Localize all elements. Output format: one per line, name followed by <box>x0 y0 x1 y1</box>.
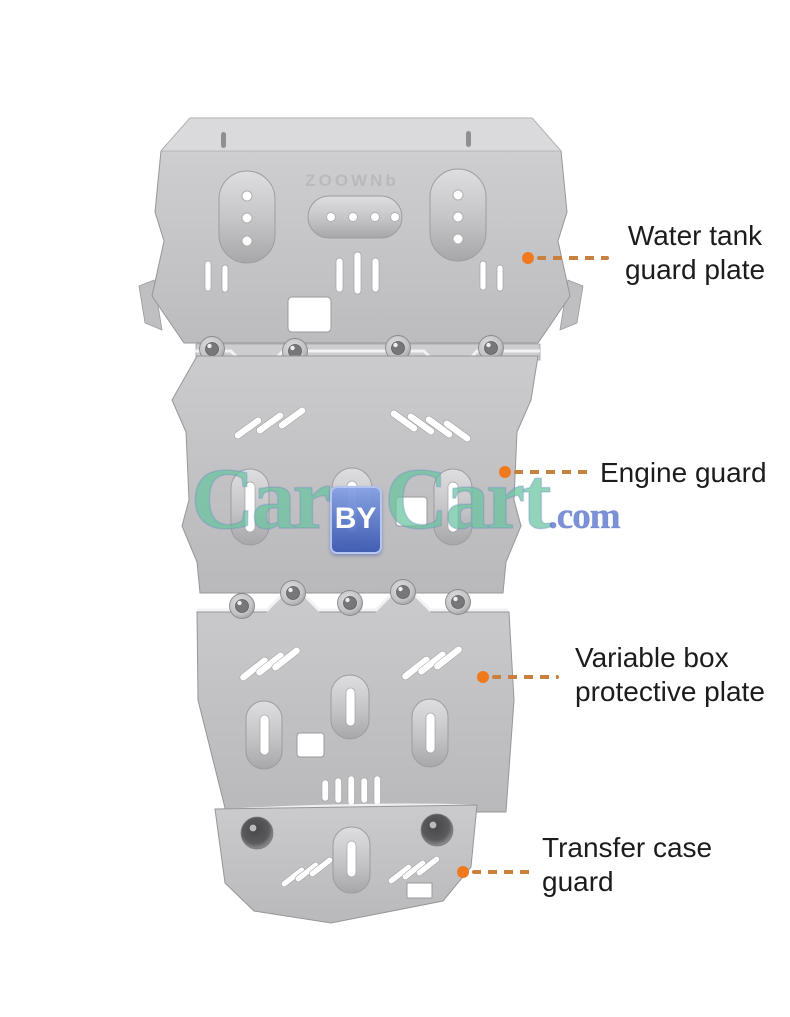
plate3-square-cutout <box>296 732 325 758</box>
plate3-right-boss <box>411 698 449 768</box>
plate3-bottom-slats <box>321 775 381 806</box>
annotation-label-engine: Engine guard <box>600 457 767 488</box>
plate4-center-boss <box>332 826 371 894</box>
water-tank-guard-plate: ZOOWNb <box>138 117 584 344</box>
plate1-flange-slot <box>466 131 471 147</box>
plate2-diagonal-slots-left <box>234 406 306 440</box>
bolt <box>337 590 363 616</box>
plate1-center-boss <box>307 195 403 239</box>
plate2-right-boss <box>433 468 473 546</box>
dome-bolt <box>420 813 454 847</box>
plate1-vent-slits <box>204 251 504 295</box>
plate3-diagonal-slots-right <box>401 645 463 681</box>
plate2-left-boss <box>230 468 270 546</box>
plate4-rect-cutout <box>406 882 433 899</box>
leader-line-water-tank <box>537 256 609 260</box>
bolt <box>445 589 471 615</box>
leader-line-transfer-case <box>472 870 532 874</box>
plate4-diagonal-slots-right <box>388 855 440 885</box>
plate1-left-boss <box>218 170 276 264</box>
plate2-square-cutout <box>395 496 428 527</box>
plate3-diagonal-slots-left <box>239 646 301 682</box>
leader-dot-transfer-case <box>457 866 469 878</box>
transfer-case-guard-plate <box>214 803 478 924</box>
bolt <box>390 579 416 605</box>
annotation-label-transfer-case: Transfer case guard <box>542 832 713 897</box>
leader-line-variable-box <box>492 675 559 679</box>
variable-box-protective-plate <box>196 579 515 813</box>
plate1-rect-cutout <box>287 296 332 333</box>
annotation-label-variable-box: Variable box protective plate <box>575 642 765 707</box>
annotation-label-water-tank: Water tank guard plate <box>624 220 766 285</box>
leader-dot-engine <box>499 466 511 478</box>
plate1-right-wing <box>559 279 584 331</box>
plate1-right-boss <box>429 168 487 262</box>
leader-dot-variable-box <box>477 671 489 683</box>
plate1-flange-slot <box>221 132 226 148</box>
plate2-center-boss <box>331 467 373 547</box>
bolt <box>280 580 306 606</box>
engine-guard-plate <box>171 355 539 594</box>
plate2-diagonal-slots-right <box>390 409 471 443</box>
leader-line-engine <box>514 470 588 474</box>
dome-bolt <box>240 816 274 850</box>
embossed-logo: ZOOWNb <box>305 171 399 190</box>
plate3-left-boss <box>245 700 283 770</box>
plate3-center-boss <box>330 674 370 740</box>
plate4-diagonal-slots-left <box>281 856 333 888</box>
plate1-top-flange <box>160 117 562 152</box>
leader-dot-water-tank <box>522 252 534 264</box>
plate1-left-wing <box>138 279 163 331</box>
bolt <box>229 593 255 619</box>
